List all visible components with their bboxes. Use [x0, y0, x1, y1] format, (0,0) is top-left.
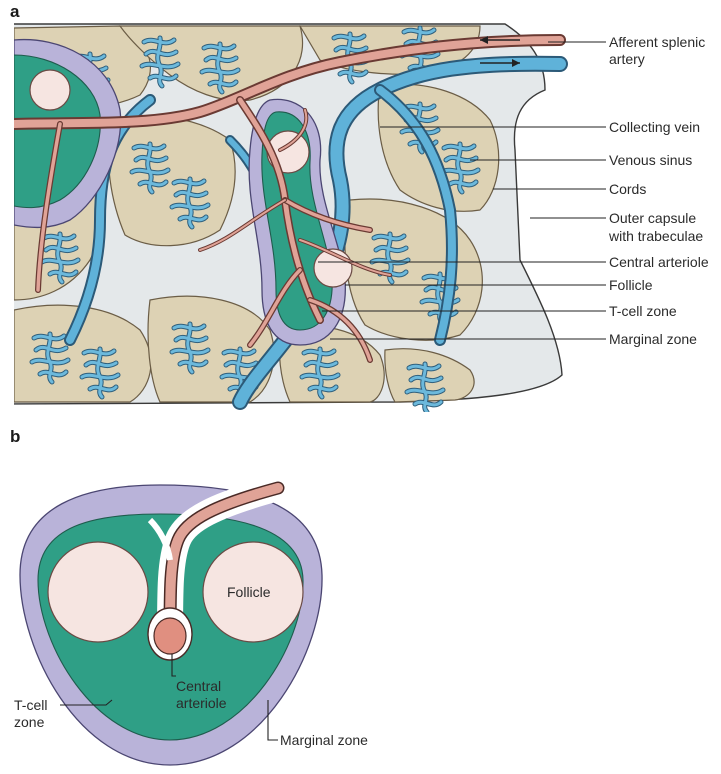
label-outer-capsule-line2: with trabeculae — [608, 228, 703, 244]
label-follicle: Follicle — [609, 277, 653, 293]
central-arteriole-bulb — [154, 618, 186, 654]
white-pulp-schematic — [20, 485, 322, 765]
label-venous-sinus: Venous sinus — [609, 152, 692, 168]
label-afferent-splenic-artery-line1: Afferent splenic — [609, 34, 705, 50]
panel-a-label: a — [10, 2, 20, 21]
label-b-follicle: Follicle — [227, 584, 271, 600]
follicle-left — [48, 542, 148, 642]
label-b-t-cell-zone-line2: zone — [14, 714, 45, 730]
spleen-section-illustration — [10, 24, 562, 412]
svg-text:T-cell: T-cell — [14, 697, 47, 713]
svg-text:with trabeculae: with trabeculae — [608, 228, 703, 244]
svg-text:Central: Central — [176, 678, 221, 694]
label-central-arteriole: Central arteriole — [609, 254, 709, 270]
label-cords: Cords — [609, 181, 646, 197]
svg-text:artery: artery — [609, 51, 645, 67]
label-t-cell-zone: T-cell zone — [609, 303, 677, 319]
svg-text:arteriole: arteriole — [176, 695, 227, 711]
label-collecting-vein: Collecting vein — [609, 119, 700, 135]
label-b-t-cell-zone-line1: T-cell — [14, 697, 47, 713]
label-b-marginal-zone: Marginal zone — [280, 732, 368, 748]
svg-text:zone: zone — [14, 714, 45, 730]
label-outer-capsule-line1: Outer capsule — [609, 210, 696, 226]
panel-b-label: b — [10, 427, 20, 446]
panel-a-labels: Afferent splenic artery Collecting vein … — [608, 34, 709, 347]
svg-text:Outer capsule: Outer capsule — [609, 210, 696, 226]
label-afferent-splenic-artery-line2: artery — [609, 51, 645, 67]
svg-text:Afferent splenic: Afferent splenic — [609, 34, 705, 50]
label-b-central-arteriole-line2: arteriole — [176, 695, 227, 711]
label-marginal-zone: Marginal zone — [609, 331, 697, 347]
label-b-central-arteriole-line1: Central — [176, 678, 221, 694]
